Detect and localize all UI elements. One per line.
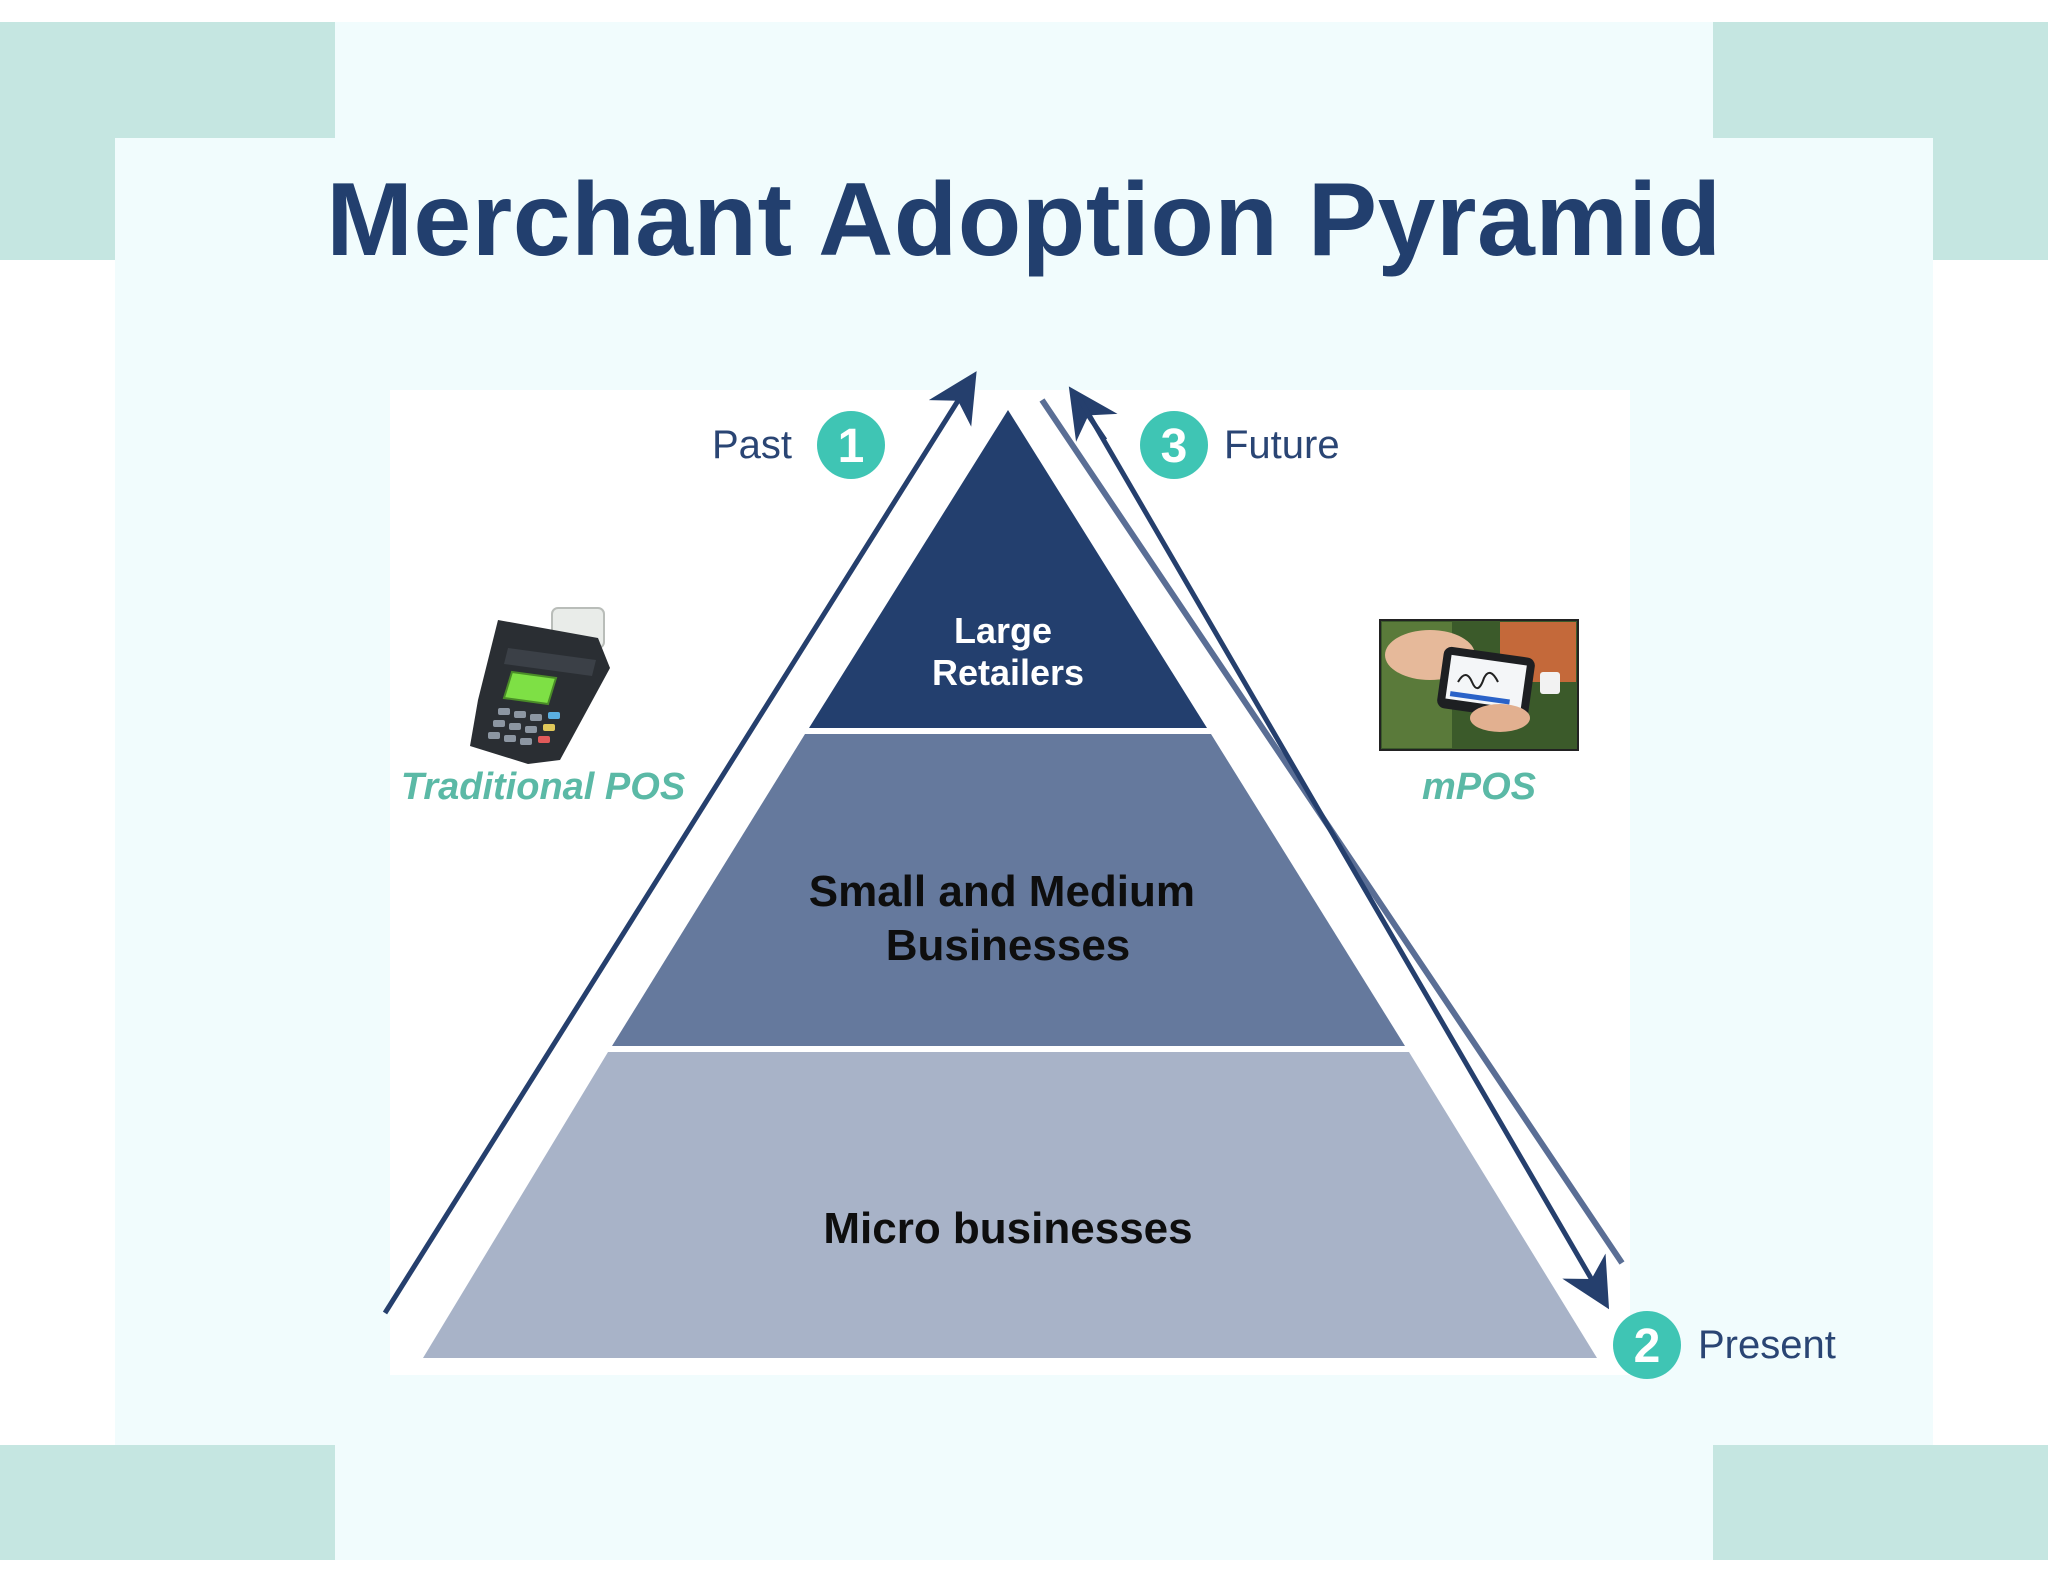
stage-badge-3 xyxy=(1140,411,1208,479)
present-arrow xyxy=(1075,394,1610,1310)
tier-label-small-medium-line1: Small and Medium xyxy=(809,867,1195,916)
tier-small-medium xyxy=(612,734,1405,1046)
corner-bottom-left xyxy=(0,1445,335,1560)
stage-label-future: Future xyxy=(1224,423,1340,467)
mobile-pos-photo xyxy=(1379,619,1579,751)
device-label-traditional-pos: Traditional POS xyxy=(401,766,685,808)
tier-label-micro-line1: Micro businesses xyxy=(823,1204,1192,1253)
tier-label-large: Large Retailers xyxy=(932,610,1084,693)
tier-label-large-line2: Retailers xyxy=(932,652,1084,693)
tier-label-micro: Micro businesses xyxy=(823,1204,1192,1253)
stage-badge-1 xyxy=(817,411,885,479)
stage-label-present: Present xyxy=(1698,1323,1836,1367)
device-label-mpos: mPOS xyxy=(1422,766,1536,808)
tier-label-small-medium: Small and Medium Businesses xyxy=(809,867,1208,970)
pos-terminal-icon xyxy=(470,607,610,764)
tier-large-retailers xyxy=(809,410,1207,728)
past-arrow xyxy=(382,371,977,1315)
stage-number-3: 3 xyxy=(1161,420,1188,473)
stage-badge-2 xyxy=(1613,1311,1681,1379)
page-title: Merchant Adoption Pyramid xyxy=(326,162,1722,278)
corner-bottom-right xyxy=(1713,1445,2048,1560)
stage-number-1: 1 xyxy=(838,420,865,473)
tier-label-small-medium-line2: Businesses xyxy=(886,921,1131,970)
tier-label-large-line1: Large xyxy=(954,610,1052,651)
tier-micro xyxy=(423,1052,1597,1358)
stage-label-past: Past xyxy=(712,423,792,467)
stage-number-2: 2 xyxy=(1634,1320,1661,1373)
